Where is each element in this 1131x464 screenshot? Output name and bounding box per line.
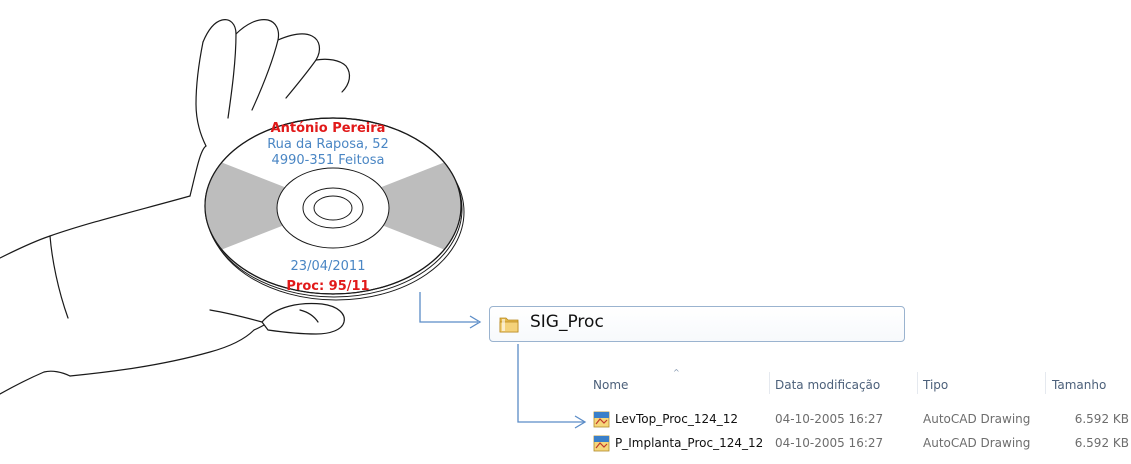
connector-lines [419,292,584,423]
disc-to-folder-connector [419,292,478,323]
folder-item[interactable]: SIG_Proc [489,306,905,342]
autocad-file-icon [593,435,610,452]
folder-to-file-connector [517,344,584,423]
column-divider[interactable] [917,372,918,394]
cd-label-proc: Proc: 95/11 [286,279,370,294]
column-divider[interactable] [1045,372,1046,394]
arrowhead-file [574,415,587,429]
column-header-type[interactable]: Tipo [923,378,949,392]
column-header-name[interactable]: Nome [593,378,629,392]
file-name: P_Implanta_Proc_124_12 [615,436,764,450]
cd-label-postcode: 4990-351 Feitosa [271,153,385,168]
cd-label-date: 23/04/2011 [290,259,366,274]
file-type: AutoCAD Drawing [923,412,1031,426]
connector-arrowheads [469,315,587,429]
file-name: LevTop_Proc_124_12 [615,412,739,426]
column-divider[interactable] [769,372,770,394]
file-list: ^ Nome Data modificação Tipo Tamanho Lev… [585,368,1131,464]
cd-label-name: António Pereira [270,121,386,136]
file-date: 04-10-2005 16:27 [775,412,884,426]
hand-illustration [0,19,351,395]
file-date: 04-10-2005 16:27 [775,436,884,450]
column-header-date[interactable]: Data modificação [775,378,881,392]
file-size: 6.592 KB [1074,412,1129,426]
folder-icon [499,317,519,333]
file-row[interactable]: P_Implanta_Proc_124_12 04-10-2005 16:27 … [585,434,1131,454]
cd-disc [204,117,465,301]
file-row[interactable]: LevTop_Proc_124_12 04-10-2005 16:27 Auto… [585,410,1131,430]
file-type: AutoCAD Drawing [923,436,1031,450]
sort-ascending-icon[interactable]: ^ [673,368,680,377]
file-size: 6.592 KB [1074,436,1129,450]
autocad-file-icon [593,411,610,428]
folder-name: SIG_Proc [530,312,604,332]
cd-label-street: Rua da Raposa, 52 [267,137,389,152]
arrowhead-folder [469,315,482,329]
thumb-illustration [209,302,345,335]
column-header-size[interactable]: Tamanho [1052,378,1107,392]
